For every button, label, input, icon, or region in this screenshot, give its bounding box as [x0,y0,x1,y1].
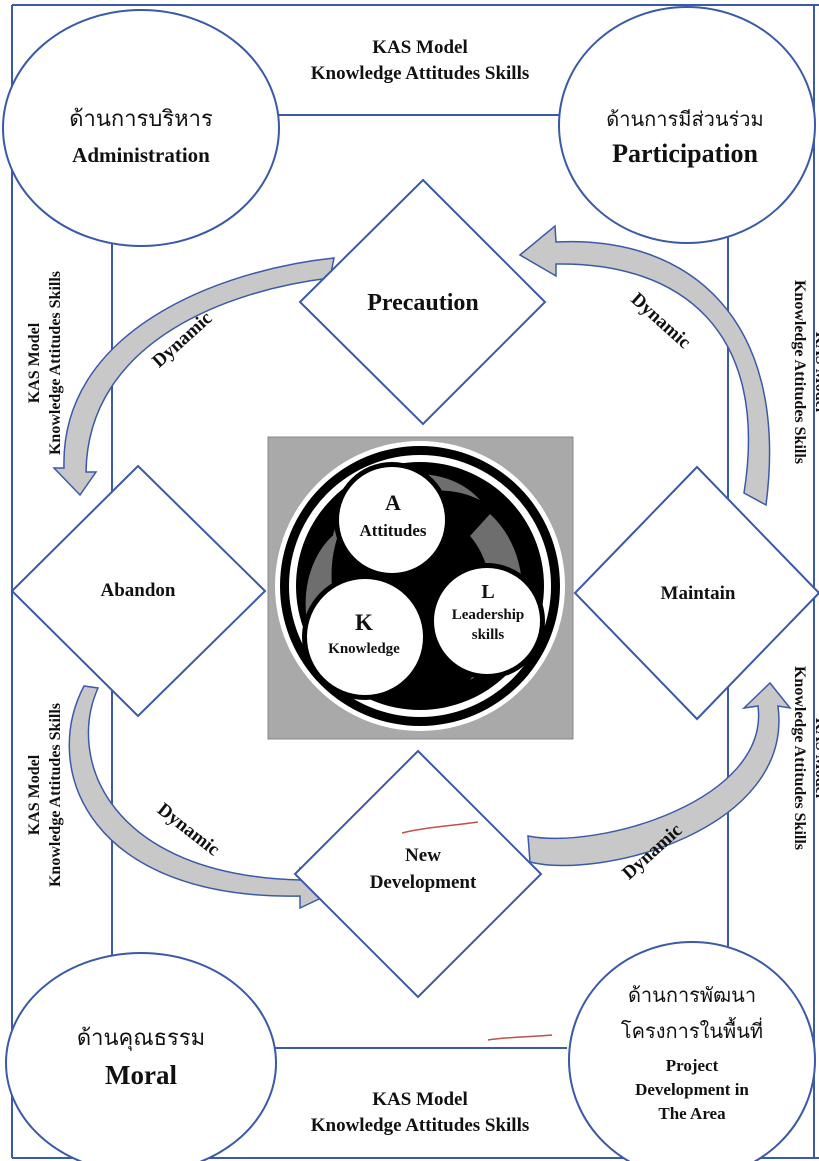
red-mark [401,821,479,834]
dynamic-arrow-top-left [52,257,335,497]
project-label-line2: Development in [635,1080,749,1099]
kas-label-right-lower: Knowledge Attitudes Skills KAS Model [791,666,819,850]
attitudes-letter: A [385,490,401,515]
dynamic-arrow-top-right [518,224,771,507]
moral-label: Moral [105,1060,177,1090]
leadership-letter: L [481,581,494,603]
knowledge-label: Knowledge [328,641,400,657]
diamond-maintain: Maintain [573,465,819,721]
kas-model-subtitle: Knowledge Attitudes Skills [791,666,808,850]
kas-model-title: KAS Model [372,37,468,58]
kas-model-subtitle: Knowledge Attitudes Skills [791,280,808,464]
abandon-label: Abandon [101,580,176,601]
diamond-precaution: Precaution [298,178,547,426]
corner-participation: ด้านการมีส่วนร่วม Participation [558,6,816,244]
kal-triskelion: A Attitudes K Knowledge L Leadership ski… [267,436,574,740]
corner-administration: ด้านการบริหาร Administration [2,9,280,247]
new-development-label-line1: New [405,845,441,866]
administration-label: Administration [72,143,210,167]
knowledge-letter: K [355,610,373,635]
diamond-abandon: Abandon [10,464,267,718]
attitudes-label: Attitudes [359,521,426,540]
leadership-label-line2: skills [472,627,505,643]
project-label-line1: Project [666,1056,719,1075]
kas-model-subtitle: Knowledge Attitudes Skills [311,63,530,84]
kas-label-right-upper: Knowledge Attitudes Skills KAS Model [791,280,819,464]
kas-model-title: KAS Model [812,718,819,799]
kas-model-subtitle: Knowledge Attitudes Skills [47,271,64,455]
participation-label: Participation [612,139,758,168]
kas-model-title: KAS Model [372,1089,468,1110]
kas-model-subtitle: Knowledge Attitudes Skills [47,703,64,887]
dynamic-arrow-bottom-left [68,685,340,910]
kas-model-title: KAS Model [812,332,819,413]
precaution-label: Precaution [367,290,479,316]
kas-label-left-upper: KAS Model Knowledge Attitudes Skills [26,271,64,455]
maintain-label: Maintain [661,583,736,604]
corner-project-development: ด้านการพัฒนา โครงการในพื้นที่ Project De… [568,941,816,1161]
corner-moral: ด้านคุณธรรม Moral [5,952,277,1161]
project-label-line3: The Area [658,1104,726,1123]
project-thai-label-line1: ด้านการพัฒนา [628,983,756,1007]
dynamic-arrow-bottom-right [527,681,792,867]
red-mark [487,1034,553,1041]
kas-model-title: KAS Model [26,754,43,835]
diamond-new-development: New Development [293,749,543,999]
participation-thai-label: ด้านการมีส่วนร่วม [606,107,763,131]
leadership-label-line1: Leadership [452,607,525,623]
kas-model-title: KAS Model [26,322,43,403]
moral-thai-label: ด้านคุณธรรม [77,1026,205,1051]
project-thai-label-line2: โครงการในพื้นที่ [621,1017,763,1043]
new-development-label-line2: Development [370,872,477,893]
administration-thai-label: ด้านการบริหาร [69,107,213,132]
kas-model-subtitle: Knowledge Attitudes Skills [311,1115,530,1136]
kas-label-top: KAS Model Knowledge Attitudes Skills [311,37,530,84]
kas-label-bottom: KAS Model Knowledge Attitudes Skills [311,1089,530,1136]
kas-label-left-lower: KAS Model Knowledge Attitudes Skills [26,703,64,887]
